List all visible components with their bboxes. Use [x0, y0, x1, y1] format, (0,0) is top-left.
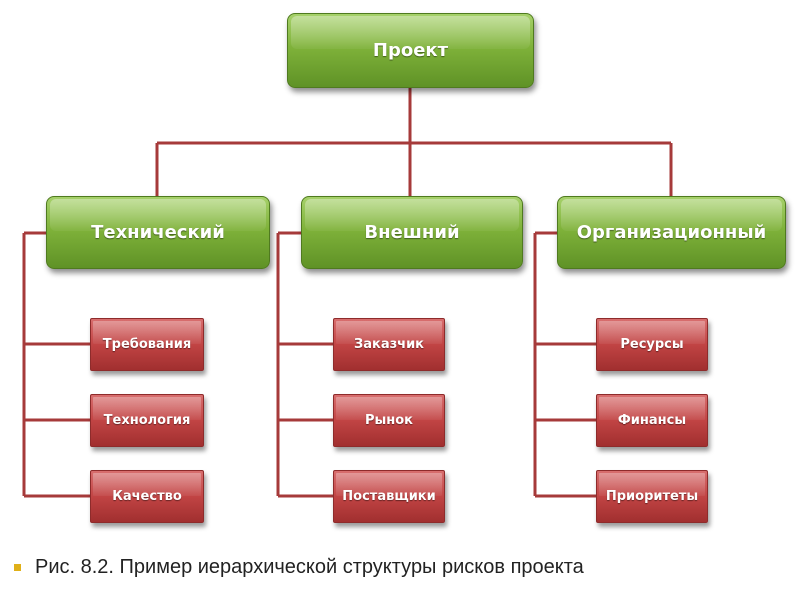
risk-item-priorities: Приоритеты [596, 470, 708, 523]
risk-item-customer: Заказчик [333, 318, 445, 371]
risk-item-market: Рынок [333, 394, 445, 447]
root-node: Проект [287, 13, 534, 88]
category-node-organizational: Организационный [557, 196, 786, 269]
category-node-technical: Технический [46, 196, 270, 269]
root-label: Проект [372, 40, 449, 61]
connector-lines [22, 88, 673, 498]
category-label: Технический [91, 222, 225, 243]
risk-item-label: Требования [102, 337, 192, 352]
bullet-icon [14, 563, 21, 571]
category-node-external: Внешний [301, 196, 523, 269]
risk-item-label: Заказчик [353, 337, 424, 352]
category-label: Внешний [364, 222, 460, 243]
risk-item-quality: Качество [90, 470, 204, 523]
caption-text: Рис. 8.2. Пример иерархической структуры… [35, 555, 584, 578]
risk-item-label: Технология [103, 413, 191, 428]
risk-item-suppliers: Поставщики [333, 470, 445, 523]
risk-item-finance: Финансы [596, 394, 708, 447]
risk-item-label: Поставщики [342, 489, 436, 504]
risk-item-resources: Ресурсы [596, 318, 708, 371]
category-label: Организационный [576, 222, 767, 243]
risk-item-label: Рынок [364, 413, 414, 428]
figure-caption: Рис. 8.2. Пример иерархической структуры… [14, 552, 794, 582]
risk-item-label: Финансы [617, 413, 687, 428]
risk-item-label: Ресурсы [620, 337, 684, 352]
risk-item-label: Качество [112, 489, 182, 504]
risk-item-technology: Технология [90, 394, 204, 447]
risk-item-label: Приоритеты [605, 489, 699, 504]
risk-structure-diagram: Проект Технический Внешний Организационн… [22, 13, 786, 523]
risk-item-requirements: Требования [90, 318, 204, 371]
